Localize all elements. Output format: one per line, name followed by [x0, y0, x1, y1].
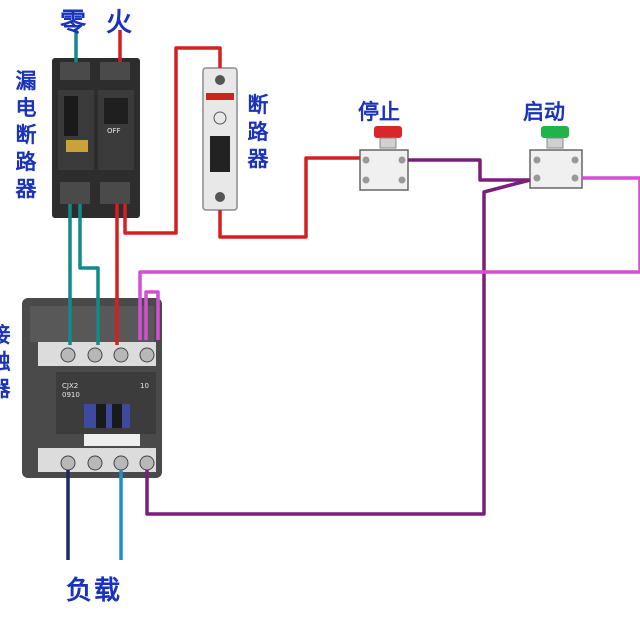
- terminal-screw: [113, 347, 129, 363]
- breaker-brand-strip: [206, 93, 234, 100]
- rcd-breaker-label-char: 断: [15, 123, 37, 147]
- stop-push-button: [359, 126, 409, 191]
- stop-label: 停止: [358, 100, 400, 124]
- rcd-bottom-terminal: [60, 182, 90, 204]
- stop-button-stem: [379, 137, 397, 149]
- start-button-cap: [541, 126, 569, 138]
- rcd-breaker-label-char: 器: [15, 177, 37, 201]
- terminal-screw: [139, 455, 155, 471]
- rcd-top-terminal: [100, 62, 130, 80]
- contactor-indicator-bar: [96, 404, 106, 428]
- start-to-coil-wire: [138, 176, 640, 340]
- rcd-lever: [64, 96, 78, 136]
- breaker-screw: [215, 192, 225, 202]
- neutral-label: 零: [60, 8, 89, 38]
- breaker-label: 断 路 器: [246, 92, 270, 173]
- contactor-indicator-bar: [112, 404, 122, 428]
- rcd-breaker-label-char: 路: [15, 150, 37, 174]
- contactor-label-plate: [84, 434, 140, 446]
- contactor-label: 接 触 器: [0, 322, 12, 403]
- rcd-breaker: OFF: [52, 58, 140, 218]
- neutral-to-contactor-wire: [78, 204, 100, 345]
- rcd-breaker-label: 漏 电 断 路 器: [14, 68, 38, 203]
- terminal-screw: [60, 455, 76, 471]
- terminal-screw: [139, 347, 155, 363]
- start-button-base: [529, 149, 583, 189]
- contactor: CJX2 0910 10: [22, 298, 162, 478]
- breaker-label-char: 器: [247, 147, 269, 171]
- contactor-indicator-window: [84, 404, 130, 428]
- live-to-breaker-wire: [123, 46, 222, 235]
- contactor-model-line-1: CJX2: [62, 382, 78, 390]
- start-button-stem: [546, 137, 564, 149]
- breaker-label-char: 路: [247, 120, 269, 144]
- contactor-rating: 10: [140, 382, 149, 390]
- contactor-label-char: 接: [0, 322, 12, 349]
- breaker: [202, 67, 238, 211]
- contactor-model-line-2: 0910: [62, 391, 80, 399]
- rcd-test-label: [66, 140, 88, 152]
- breaker-screw: [215, 75, 225, 85]
- contactor-label-char: 器: [0, 376, 12, 403]
- stop-button-cap: [374, 126, 402, 138]
- breaker-to-stop-wire: [218, 156, 360, 239]
- coil-return-wire: [145, 178, 531, 516]
- terminal-screw: [87, 347, 103, 363]
- stop-button-screw: [362, 176, 370, 184]
- stop-button-screw: [362, 156, 370, 164]
- stop-button-base: [359, 149, 409, 191]
- contactor-label-char: 触: [0, 349, 12, 376]
- contactor-top-rail: [30, 306, 154, 342]
- rcd-off-text: OFF: [107, 127, 121, 135]
- terminal-screw: [60, 347, 76, 363]
- load-label: 负载: [66, 576, 123, 606]
- breaker-logo: [213, 111, 227, 125]
- rcd-breaker-label-char: 电: [15, 96, 37, 120]
- stop-button-screw: [398, 156, 406, 164]
- rcd-lever: [104, 98, 128, 124]
- start-button-screw: [571, 174, 579, 182]
- start-button-screw: [571, 156, 579, 164]
- start-label: 启动: [523, 100, 565, 124]
- terminal-screw: [87, 455, 103, 471]
- rcd-top-terminal: [60, 62, 90, 80]
- breaker-lever: [210, 136, 230, 172]
- live-label: 火: [106, 8, 135, 38]
- terminal-screw: [113, 455, 129, 471]
- stop-button-screw: [398, 176, 406, 184]
- start-push-button: [529, 126, 583, 189]
- rcd-breaker-label-char: 漏: [15, 69, 37, 93]
- coil-terminal-wire: [144, 290, 160, 340]
- rcd-bottom-terminal: [100, 182, 130, 204]
- breaker-label-char: 断: [247, 93, 269, 117]
- stop-to-start-wire: [408, 158, 530, 182]
- start-button-screw: [533, 174, 541, 182]
- start-button-screw: [533, 156, 541, 164]
